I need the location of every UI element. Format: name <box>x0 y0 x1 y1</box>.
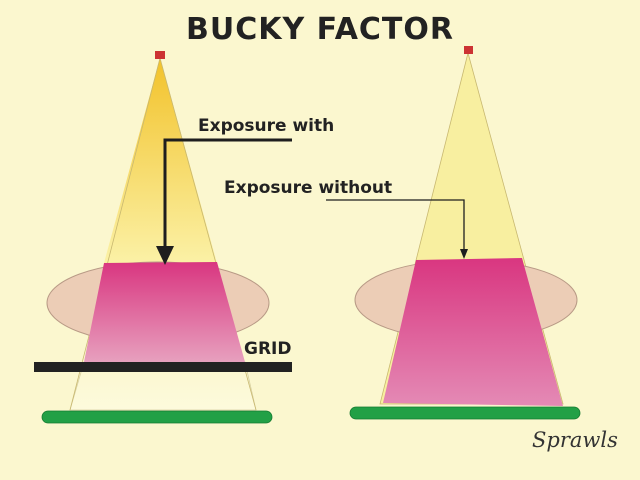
label-grid: GRID <box>244 339 292 359</box>
label-exposure-with: Exposure with <box>198 116 335 136</box>
exposed-region-with-grid <box>84 262 245 362</box>
image-receptor-without-grid <box>349 406 581 420</box>
exposed-region-without-grid <box>383 258 563 406</box>
grid-bar <box>34 362 292 372</box>
image-receptor-with-grid <box>41 410 273 424</box>
x-ray-beam-with-grid <box>104 58 217 263</box>
label-exposure-without: Exposure without <box>224 178 393 198</box>
x-ray-source-with-grid <box>155 51 165 59</box>
arrow-exposure-without <box>326 199 468 259</box>
x-ray-source-without-grid <box>464 46 473 54</box>
author-signature: Sprawls <box>532 428 618 452</box>
arrow-exposure-with <box>156 138 292 265</box>
diagram-title: BUCKY FACTOR <box>185 12 454 47</box>
